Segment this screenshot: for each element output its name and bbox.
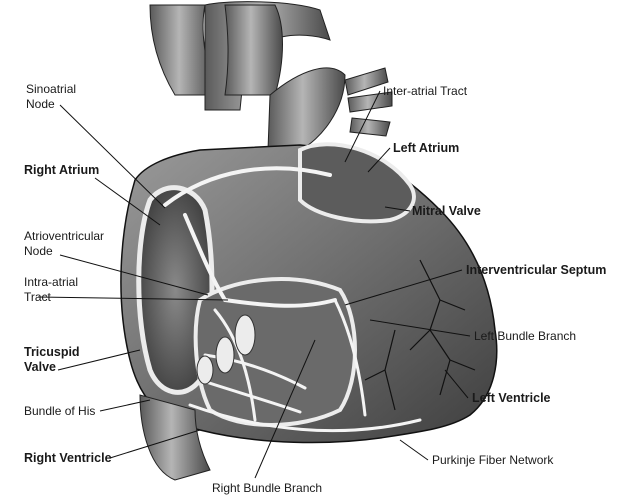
label-right-ventricle: Right Ventricle [24, 451, 112, 465]
leader-sinoatrial-node [60, 105, 165, 208]
aorta-upper [225, 5, 283, 95]
label-tricuspid-valve: Tricuspid Valve [24, 345, 83, 374]
label-left-ventricle: Left Ventricle [472, 391, 551, 405]
pulmonary-veins [345, 68, 392, 136]
label-intra-atrial-tract: Intra-atrial Tract [24, 275, 81, 304]
label-inter-atrial-tract: Inter-atrial Tract [383, 84, 468, 98]
label-atrioventricular-node: Atrioventricular Node [24, 229, 107, 258]
pulmonary-artery [268, 68, 345, 150]
label-mitral-valve: Mitral Valve [412, 204, 481, 218]
heart-illustration [121, 2, 497, 480]
label-purkinje-fiber-network: Purkinje Fiber Network [432, 453, 554, 467]
label-right-atrium: Right Atrium [24, 163, 99, 177]
label-left-atrium: Left Atrium [393, 141, 459, 155]
label-left-bundle-branch: Left Bundle Branch [474, 329, 576, 343]
label-bundle-of-his: Bundle of His [24, 404, 95, 418]
leader-purkinje-fiber-network [400, 440, 428, 460]
label-interventricular-septum: Interventricular Septum [466, 263, 606, 277]
label-sinoatrial-node: Sinoatrial Node [26, 82, 79, 111]
label-right-bundle-branch: Right Bundle Branch [212, 481, 322, 495]
left-atrium-chamber [300, 144, 414, 221]
